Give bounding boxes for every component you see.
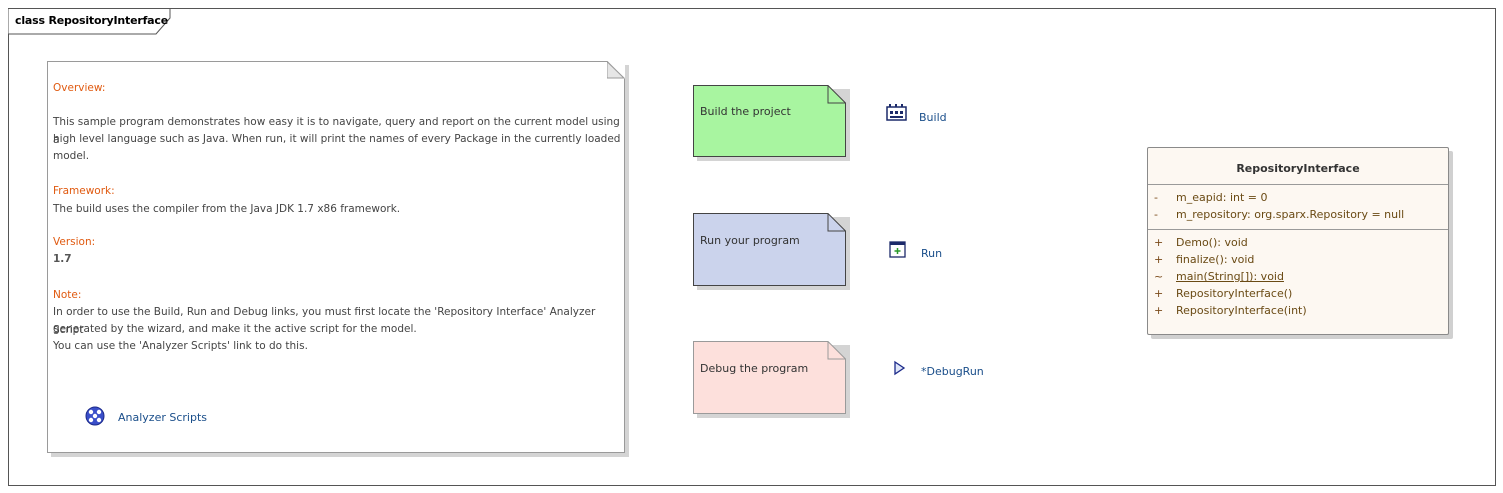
operation-text: main(String[]): void	[1176, 270, 1284, 283]
attribute-text: m_repository: org.sparx.Repository = nul…	[1176, 208, 1405, 221]
debug-note-label: Debug the program	[700, 362, 809, 375]
version-value: 1.7	[53, 253, 72, 265]
run-note-label: Run your program	[700, 234, 800, 247]
attribute-text: m_eapid: int = 0	[1176, 191, 1268, 204]
debug-run-link[interactable]: *DebugRun	[921, 365, 984, 378]
run-icon[interactable]	[889, 241, 907, 259]
analyzer-scripts-icon[interactable]	[84, 405, 106, 427]
attribute-visibility: -	[1154, 191, 1158, 204]
overview-heading: Overview:	[53, 82, 106, 94]
framework-text: The build uses the compiler from the Jav…	[53, 203, 401, 215]
class-name: RepositoryInterface	[1236, 162, 1360, 175]
class-repository-interface[interactable]: RepositoryInterface - m_eapid: int = 0 - m…	[1147, 147, 1449, 335]
overview-note[interactable]	[47, 61, 625, 453]
operation-visibility: ~	[1154, 270, 1164, 283]
overview-line-3: model.	[53, 150, 90, 162]
operation-text: finalize(): void	[1176, 253, 1255, 266]
class-operation[interactable]: + finalize(): void	[1154, 253, 1254, 266]
overview-line-2: high level language such as Java. When r…	[53, 133, 621, 145]
class-operation[interactable]: + Demo(): void	[1154, 236, 1248, 249]
analyzer-scripts-link[interactable]: Analyzer Scripts	[118, 411, 207, 424]
run-note[interactable]	[693, 213, 846, 286]
note-heading: Note:	[53, 289, 82, 301]
class-operation[interactable]: + RepositoryInterface(int)	[1154, 304, 1307, 317]
class-attribute[interactable]: - m_eapid: int = 0	[1154, 191, 1268, 204]
class-operation[interactable]: + RepositoryInterface()	[1154, 287, 1292, 300]
build-note[interactable]	[693, 85, 846, 157]
operation-visibility: +	[1154, 236, 1164, 249]
diagram-frame	[8, 8, 1496, 486]
build-link[interactable]: Build	[919, 111, 947, 124]
build-icon[interactable]	[886, 104, 908, 122]
note-line-3: You can use the 'Analyzer Scripts' link …	[53, 340, 308, 352]
version-heading: Version:	[53, 236, 96, 248]
attribute-visibility: -	[1154, 208, 1158, 221]
operation-text: RepositoryInterface()	[1176, 287, 1293, 300]
framework-heading: Framework:	[53, 185, 115, 197]
operation-text: Demo(): void	[1176, 236, 1248, 249]
note-line-2: generated by the wizard, and make it the…	[53, 323, 417, 335]
note-line-1: In order to use the Build, Run and Debug…	[53, 306, 596, 336]
frame-title: class RepositoryInterface	[15, 14, 168, 27]
run-link[interactable]: Run	[921, 247, 943, 260]
frame-title-tab	[8, 8, 171, 35]
build-note-label: Build the project	[700, 105, 791, 118]
operation-text: RepositoryInterface(int)	[1176, 304, 1307, 317]
class-attribute[interactable]: - m_repository: org.sparx.Repository = nu…	[1154, 208, 1404, 221]
operation-visibility: +	[1154, 253, 1164, 266]
overview-line-1: This sample program demonstrates how eas…	[53, 116, 620, 146]
class-operation[interactable]: ~ main(String[]): void	[1154, 270, 1284, 283]
operation-visibility: +	[1154, 304, 1164, 317]
operation-visibility: +	[1154, 287, 1164, 300]
debug-play-icon[interactable]	[893, 360, 907, 376]
class-divider	[1148, 229, 1448, 230]
class-divider	[1148, 184, 1448, 185]
debug-note[interactable]	[693, 341, 846, 414]
